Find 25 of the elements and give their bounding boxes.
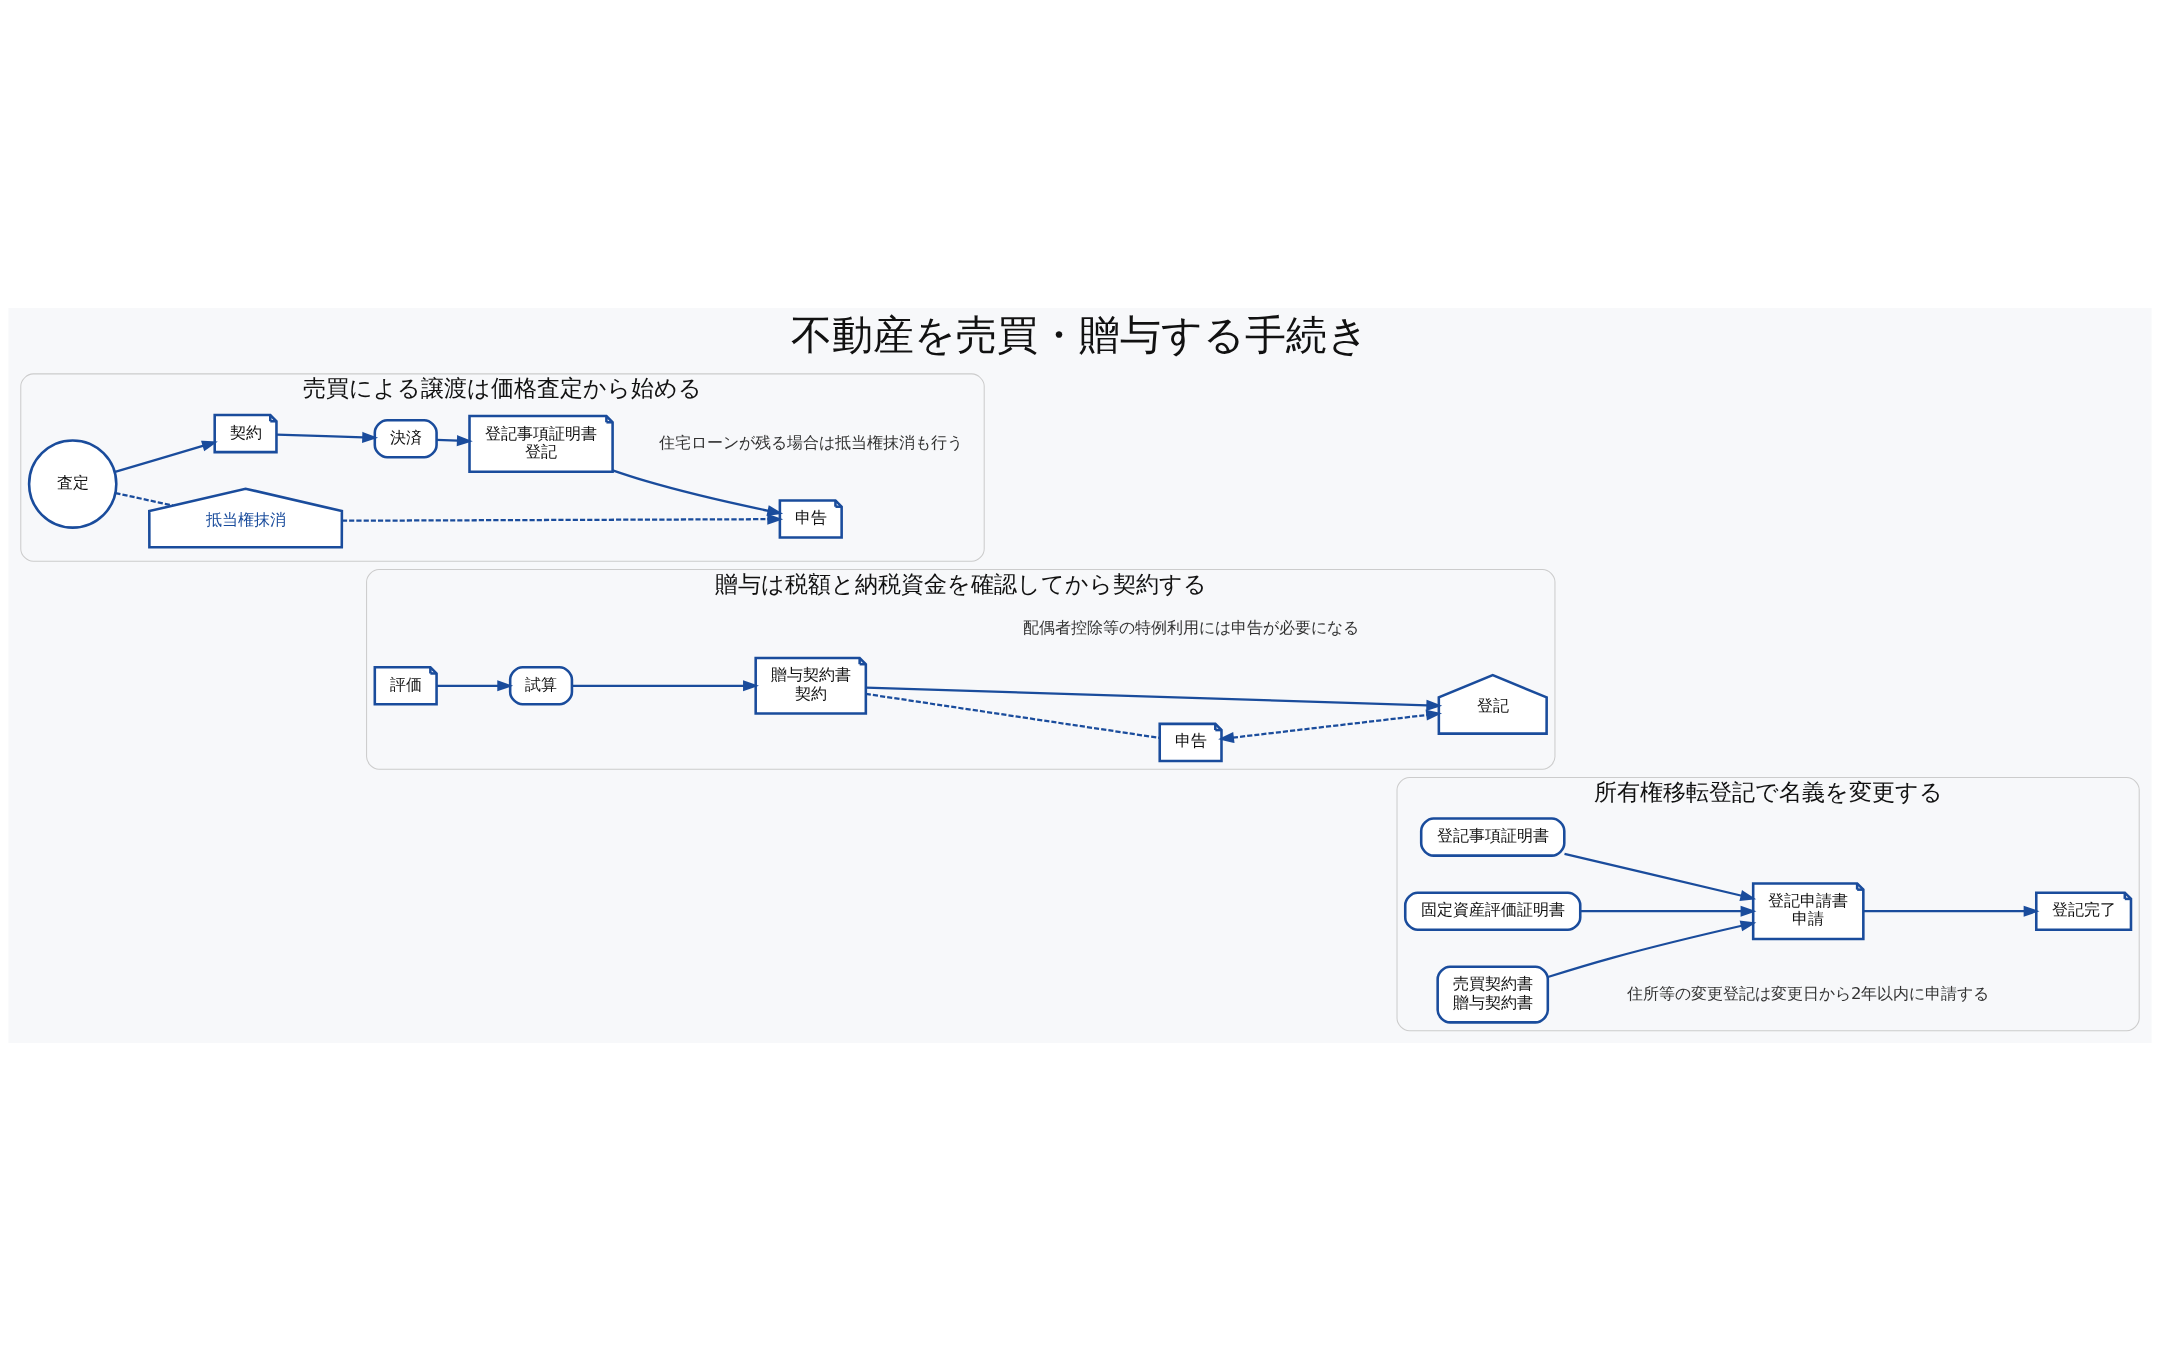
arrow — [342, 513, 784, 525]
arrow — [1863, 905, 2040, 917]
arrow — [436, 434, 473, 446]
connector — [865, 692, 1160, 739]
node-box: 決済 — [373, 418, 438, 459]
diagram-title: 不動産を売買・贈与する手続き — [791, 310, 1369, 359]
arrow — [865, 685, 1443, 711]
node-box: 試算 — [508, 665, 574, 706]
arrow — [276, 431, 379, 443]
arrow — [1564, 852, 1757, 901]
node-box: 売買契約書 贈与契約書 — [1436, 965, 1550, 1024]
node-circle: 査定 — [27, 438, 118, 529]
arrow — [436, 679, 514, 691]
arrow — [1547, 920, 1757, 978]
arrow — [114, 440, 218, 473]
label: 住所等の変更登記は変更日から2年以内に申請する — [1627, 983, 1990, 1003]
label: 配偶者控除等の特例利用には申告が必要になる — [1022, 617, 1359, 637]
node-box: 登記事項証明書 — [1419, 816, 1566, 857]
label: 住宅ローンが残る場合は抵当権抹消も行う — [658, 432, 963, 452]
node-box: 固定資産評価証明書 — [1403, 890, 1582, 931]
arrow — [1218, 709, 1442, 743]
connector — [115, 491, 174, 507]
arrow — [612, 468, 784, 516]
arrow — [572, 679, 759, 691]
arrow — [1580, 905, 1757, 917]
